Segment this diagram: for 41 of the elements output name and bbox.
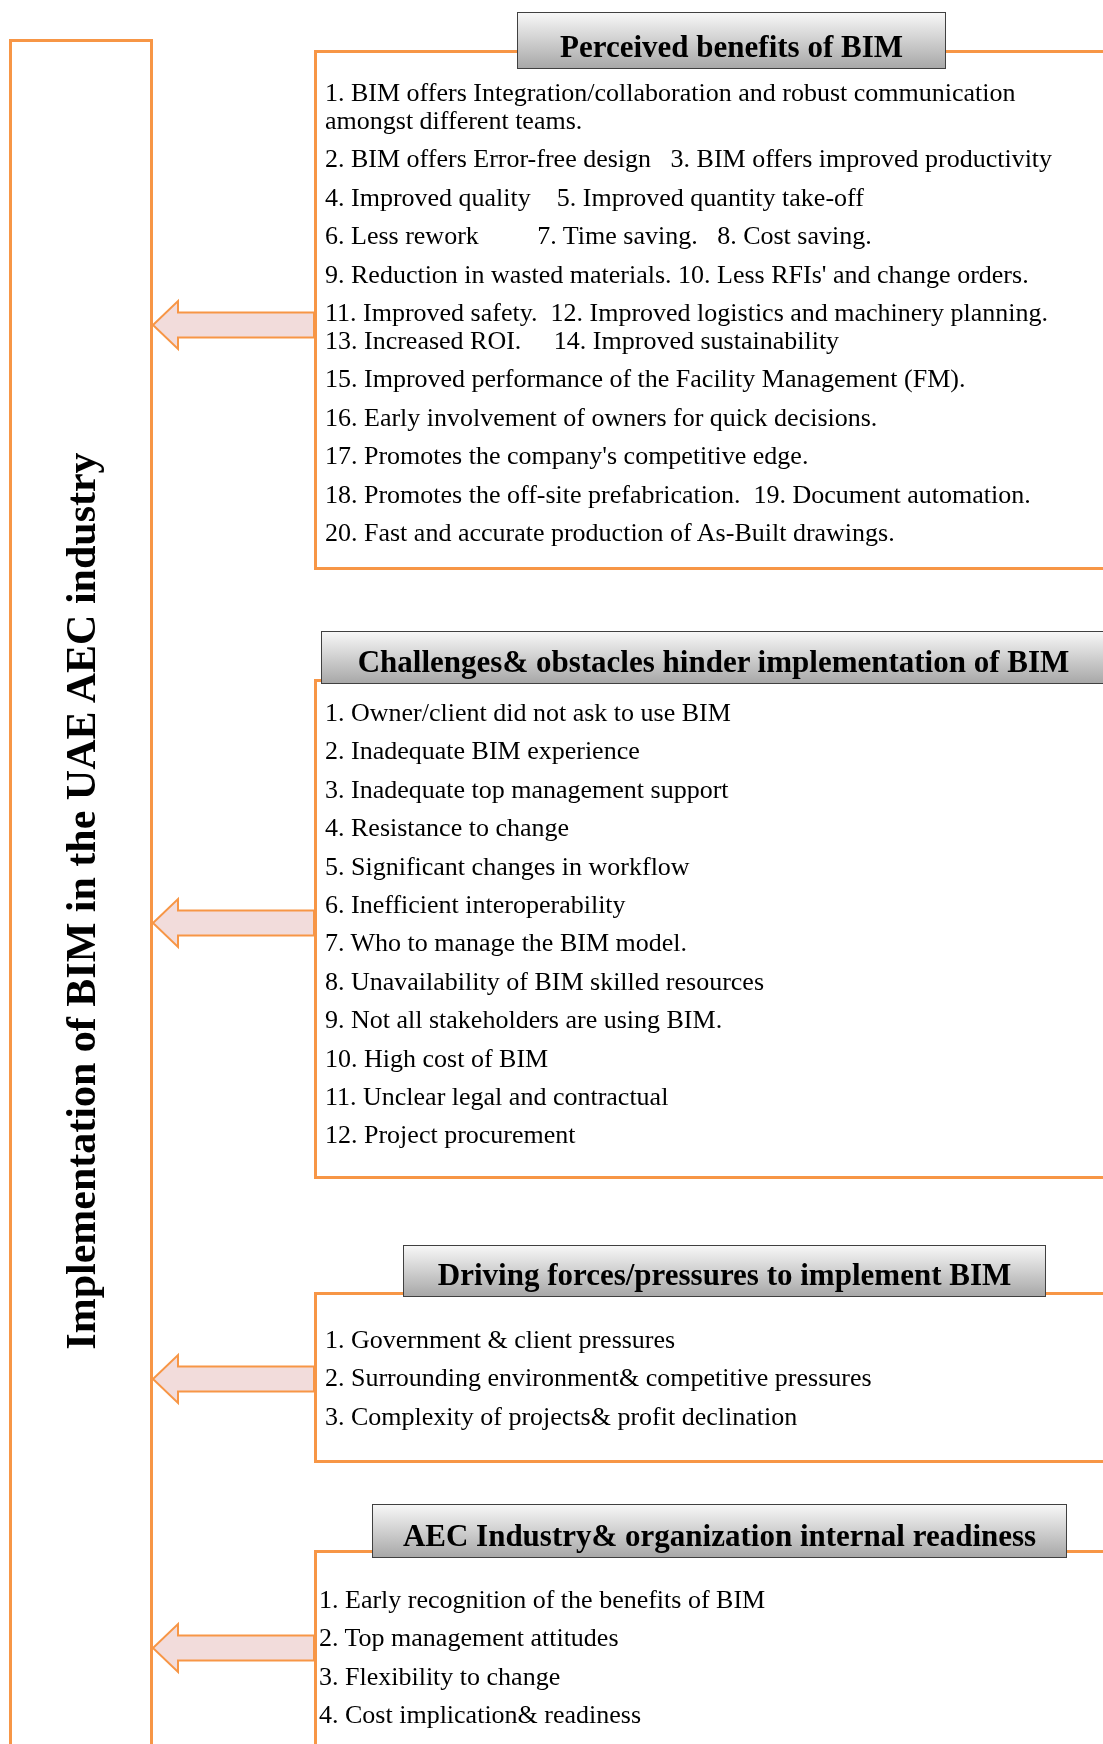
block-arrow (151, 298, 315, 352)
list-item: 3. Inadequate top management support (325, 775, 730, 804)
list-item: 2. Top management attitudes (319, 1624, 620, 1653)
list-item: 1. Owner/client did not ask to use BIM (325, 699, 732, 727)
list-item: 3. Complexity of projects& profit declination (325, 1402, 799, 1431)
block-arrow (151, 1352, 315, 1406)
list-item: 15. Improved performance of the Facility Management (FM). (325, 365, 967, 394)
list-item: 11. Improved safety. 12. Improved logistics and machinery planning. (325, 298, 1049, 327)
list-item: 4. Resistance to change (325, 814, 571, 843)
list-item: 20. Fast and accurate production of As-Built drawings. (325, 518, 896, 547)
list-item: 17. Promotes the company's competitive edge. (325, 442, 810, 471)
list-item: 12. Project procurement (325, 1121, 577, 1150)
list-item: 9. Reduction in wasted materials. 10. Less RFIs' and change orders. (325, 260, 1030, 289)
list-item: 2. Surrounding environment& competitive pressures (325, 1364, 873, 1393)
list-item: 13. Increased ROI. 14. Improved sustainability (325, 326, 840, 355)
section-heading: AEC Industry& organization internal readiness (372, 1504, 1067, 1558)
list-item: 7. Who to manage the BIM model. (325, 929, 688, 958)
list-item: 10. High cost of BIM (325, 1044, 550, 1073)
list-item: 6. Less rework 7. Time saving. 8. Cost saving. (325, 222, 873, 251)
list-item: 4. Improved quality 5. Improved quantity take-off (325, 183, 865, 212)
list-item: 8. Unavailability of BIM skilled resources (325, 967, 766, 996)
list-item: 3. Flexibility to change (319, 1662, 562, 1691)
list-item: 9. Not all stakeholders are using BIM. (325, 1006, 724, 1035)
list-item: 6. Inefficient interoperability (325, 890, 627, 919)
vertical-title: Implementation of BIM in the UAE AEC industry (57, 451, 105, 1350)
section-heading: Driving forces/pressures to implement BIM (403, 1245, 1046, 1297)
list-item: 1. Early recognition of the benefits of BIM (319, 1586, 767, 1614)
section-heading: Perceived benefits of BIM (517, 12, 946, 69)
title-frame (9, 39, 153, 1744)
list-item: 2. Inadequate BIM experience (325, 737, 641, 766)
list-item: 4. Cost implication& readiness (319, 1701, 643, 1730)
list-item: 16. Early involvement of owners for quick decisions. (325, 403, 879, 432)
list-item: 18. Promotes the off-site prefabrication. 19. Document automation. (325, 480, 1032, 509)
list-item: 11. Unclear legal and contractual (325, 1082, 670, 1111)
list-item: 1. Government & client pressures (325, 1326, 677, 1354)
section-heading: Challenges& obstacles hinder implementation of BIM (321, 631, 1103, 684)
list-item: 1. BIM offers Integration/collaboration and robust communication amongst different teams. (325, 79, 1017, 135)
block-arrow (151, 896, 315, 950)
block-arrow (151, 1621, 315, 1675)
list-item: 2. BIM offers Error-free design 3. BIM offers improved productivity (325, 145, 1054, 174)
list-item: 5. Significant changes in workflow (325, 852, 691, 881)
